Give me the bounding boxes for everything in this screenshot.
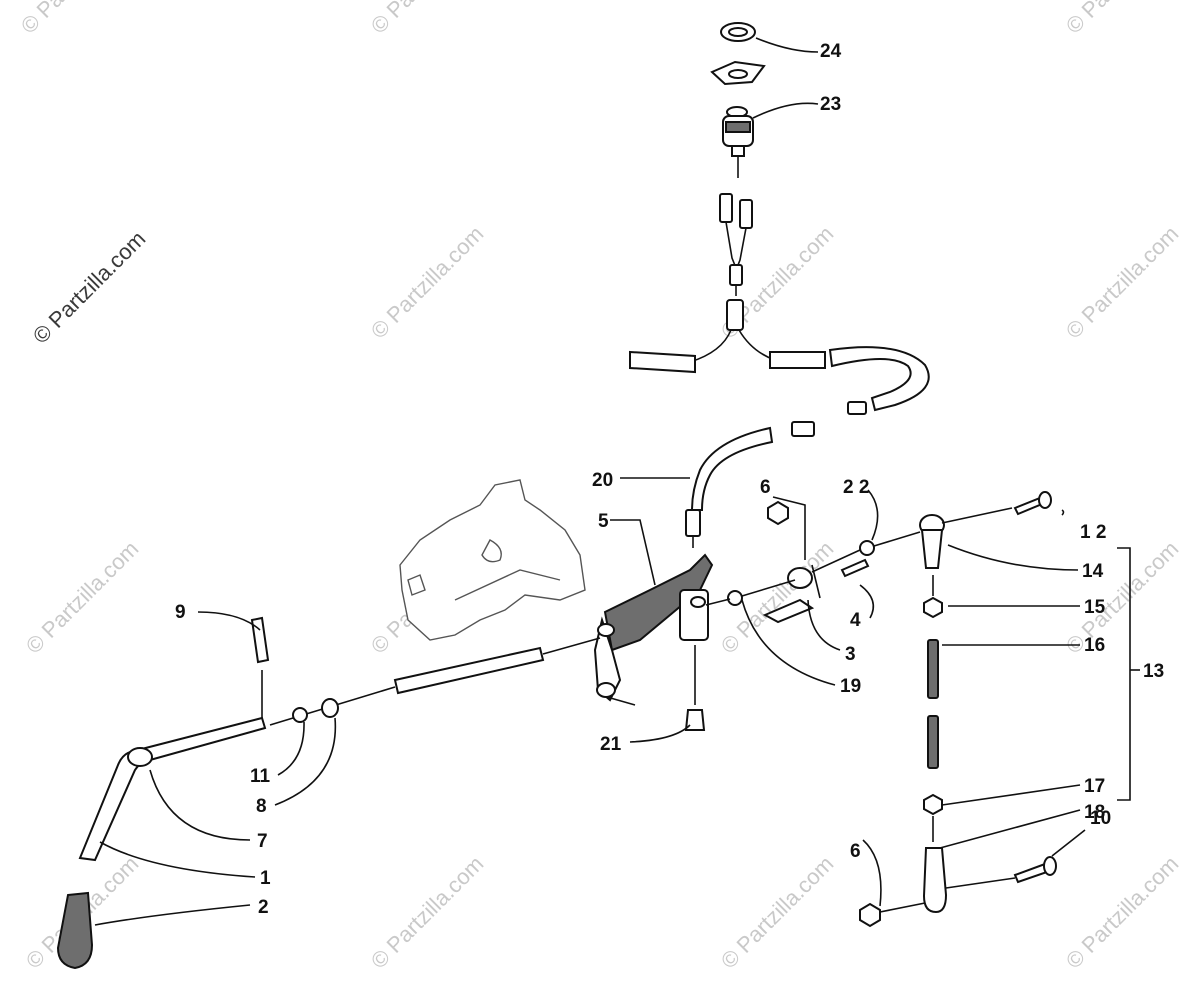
part-10-bolt	[945, 856, 1057, 889]
part-2-grip	[56, 891, 94, 970]
watermark-tile: © Partzilla.com	[1061, 851, 1184, 974]
wire-connectors	[719, 193, 753, 296]
watermark-tile: © Partzilla.com	[1061, 536, 1184, 659]
watermark-main: © Partzilla.com	[28, 226, 151, 349]
part-14-rod-end	[919, 507, 1013, 569]
callout-13: 13	[1143, 661, 1164, 682]
part-18-clevis	[922, 816, 948, 914]
callout-8: 8	[256, 796, 267, 817]
callout-21: 21	[600, 734, 622, 755]
callout-22: 2 2	[843, 477, 869, 498]
callout-24: 24	[820, 41, 842, 62]
part-12-bolt	[1013, 491, 1052, 516]
callout-6: 6	[760, 477, 771, 498]
part-15-nut	[923, 596, 943, 619]
callout-9: 9	[175, 602, 186, 623]
callout-15: 15	[1084, 597, 1106, 618]
part-4-pin	[840, 558, 870, 578]
watermark-tile: © Partzilla.com	[21, 536, 144, 659]
callout-19: 19	[840, 676, 861, 697]
parts	[56, 22, 1057, 970]
part-6-nut-lower	[859, 902, 881, 928]
callout-12: 1 2	[1080, 522, 1106, 543]
callout-5: 5	[598, 511, 609, 532]
wire-harness	[629, 299, 930, 415]
callout-3: 3	[845, 644, 856, 665]
callout-2: 2	[258, 897, 269, 918]
callout-20: 20	[592, 470, 613, 491]
callout-1: 1	[260, 868, 271, 889]
callout-16: 16	[1084, 635, 1105, 656]
part-6-nut	[767, 500, 789, 526]
watermark-tile: © Partzilla.com	[366, 851, 489, 974]
watermark-tile: © Partzilla.com	[366, 0, 489, 39]
watermark-tile: © Partzilla.com	[16, 0, 139, 39]
watermark-tile: © Partzilla.com	[716, 851, 839, 974]
part-19-washer	[727, 590, 743, 606]
part-9-pin	[250, 616, 270, 722]
part-11-washer	[292, 707, 308, 723]
callout-10: 10	[1090, 808, 1111, 829]
callout-18: 18	[1084, 802, 1105, 823]
main-shaft	[269, 531, 921, 726]
part-16-rod	[927, 575, 939, 769]
watermark-tile: © Partzilla.com	[366, 221, 489, 344]
callout-23: 23	[820, 94, 841, 115]
part-1-handle	[78, 716, 267, 862]
housing-outline	[399, 479, 586, 641]
watermark-tile: © Partzilla.com	[1061, 0, 1184, 39]
part-8-washer	[321, 698, 339, 718]
callout-14: 14	[1082, 561, 1104, 582]
leader-lines	[94, 37, 1140, 926]
callout-11: 11	[250, 766, 271, 787]
watermark-tile: © Partzilla.com	[1061, 221, 1184, 344]
nut-lead-line	[879, 902, 926, 913]
callout-6-lower: 6	[850, 841, 861, 862]
part-21-clip	[684, 645, 706, 731]
part-17-nut	[923, 793, 943, 816]
part-23-switch	[722, 106, 754, 178]
part-22-washer	[859, 540, 875, 556]
part-20-cable	[685, 421, 815, 548]
callout-labels: 24 23 20 6 2 2 1 2 5 14 4 15 9 16 3 13 1…	[175, 41, 1164, 918]
part-24-nut	[710, 22, 766, 86]
part-5-lever	[593, 553, 714, 706]
callout-17: 17	[1084, 776, 1105, 797]
part-3-clamp	[762, 564, 821, 624]
callout-4: 4	[850, 610, 861, 631]
callout-7: 7	[257, 831, 268, 852]
